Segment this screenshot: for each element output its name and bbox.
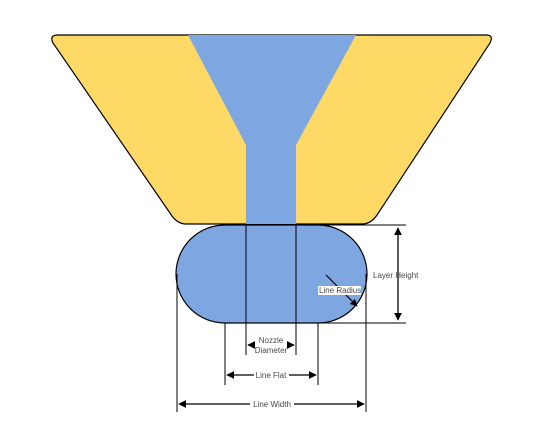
line-radius-label: Line Radius (319, 286, 361, 295)
nozzle-diameter-label-bg (255, 335, 287, 356)
line-flat-label-bg (254, 370, 289, 380)
line-width-label-bg (250, 399, 294, 409)
nozzle-channel (188, 35, 356, 224)
line-flat-label: Line Flat (256, 371, 287, 380)
layer-height-label: Layer Height (373, 271, 419, 280)
extruded-line-cross-section (175, 224, 368, 324)
line-width-label: Line Width (253, 400, 291, 409)
nozzle-diameter-label-line1: Nozzle (259, 336, 284, 345)
line-radius-label-bg (318, 286, 361, 295)
nozzle-diameter-label-line2: Diameter (255, 346, 288, 355)
